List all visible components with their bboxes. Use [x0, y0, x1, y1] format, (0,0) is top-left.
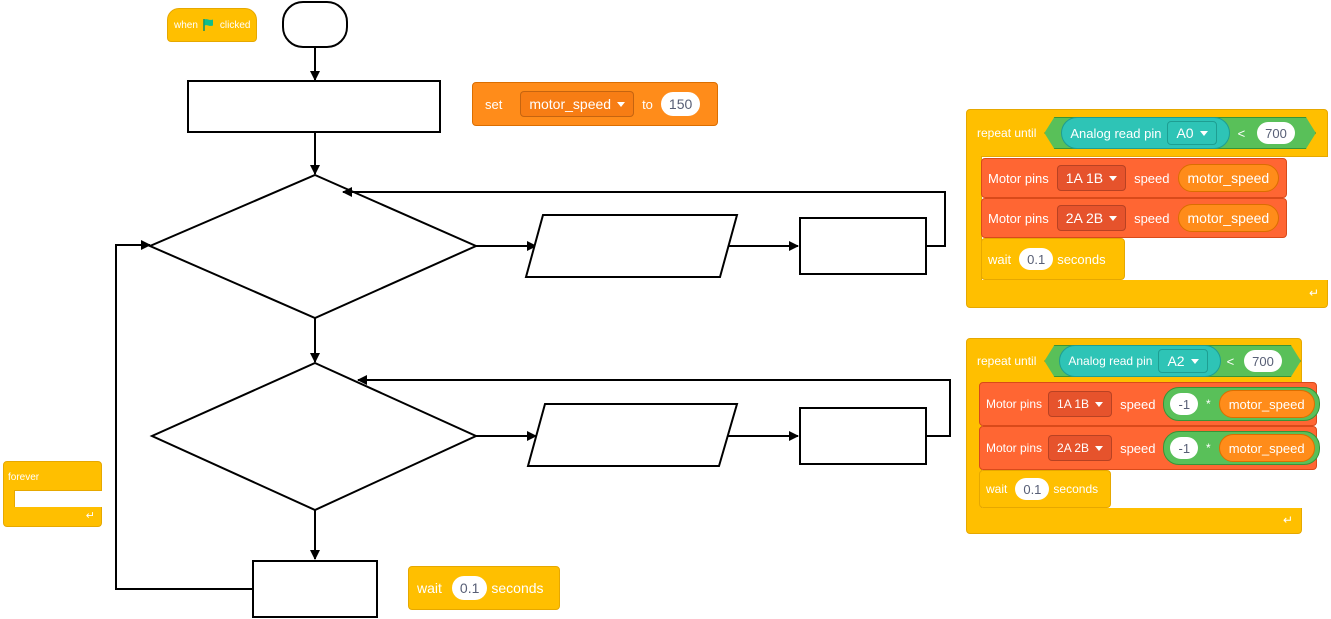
motor-speed-reporter[interactable]: motor_speed — [1177, 164, 1280, 192]
wait-block-2[interactable]: wait 0.1 seconds — [979, 470, 1111, 508]
variable-name: motor_speed — [529, 96, 612, 112]
loop-arrow-icon: ↵ — [1308, 286, 1319, 300]
forever-block-bottom: ↵ — [3, 507, 102, 527]
motor-pins-label: Motor pins — [988, 210, 1049, 226]
repeat-until-label: repeat until — [977, 126, 1037, 140]
motor-speed-block-2a[interactable]: Motor pins 1A 1B speed -1 * motor_speed — [979, 382, 1320, 426]
forever-block-arm — [3, 490, 15, 508]
io-2 — [526, 403, 739, 467]
decision-2 — [149, 361, 479, 512]
process-2 — [799, 407, 927, 465]
repeat-until-block-2[interactable]: repeat until Analog read pin A2 < 700 — [966, 338, 1302, 384]
motor-pins-dropdown[interactable]: 2A 2B — [1056, 205, 1127, 231]
value-input[interactable]: 150 — [660, 92, 701, 116]
less-than-condition[interactable]: Analog read pin A2 < 700 — [1044, 345, 1301, 377]
speed-label: speed — [1120, 396, 1156, 412]
process-1 — [799, 217, 927, 275]
multiply-symbol: * — [1206, 397, 1211, 411]
pin-value: A2 — [1167, 353, 1185, 369]
wait-label: wait — [988, 251, 1012, 267]
multiply-symbol: * — [1206, 441, 1211, 455]
motor-pins-label: Motor pins — [986, 441, 1043, 455]
wait-seconds-input[interactable]: 0.1 — [1015, 478, 1050, 500]
motor-speed-block-1a[interactable]: Motor pins 1A 1B speed motor_speed — [981, 158, 1287, 198]
repeat-loop-bottom-1: ↵ — [966, 280, 1328, 308]
motor-pins-label: Motor pins — [986, 397, 1043, 411]
process-set-speed — [187, 80, 441, 133]
analog-read-reporter[interactable]: Analog read pin A0 — [1061, 117, 1229, 149]
negative-one-input[interactable]: -1 — [1170, 437, 1199, 459]
speed-label: speed — [1120, 440, 1156, 456]
set-label: set — [485, 96, 503, 112]
decision-1 — [147, 173, 479, 320]
speed-label: speed — [1134, 170, 1170, 186]
wait-block[interactable]: wait 0.1 seconds — [408, 566, 560, 610]
threshold-input[interactable]: 700 — [1244, 350, 1282, 372]
motor-speed-reporter[interactable]: motor_speed — [1218, 390, 1315, 418]
multiply-operator[interactable]: -1 * motor_speed — [1163, 387, 1320, 421]
motor-pins-dropdown[interactable]: 1A 1B — [1048, 391, 1113, 417]
motor-speed-reporter[interactable]: motor_speed — [1177, 204, 1280, 232]
multiply-operator[interactable]: -1 * motor_speed — [1163, 431, 1320, 465]
caret-down-icon — [1095, 401, 1104, 407]
wait-block-1[interactable]: wait 0.1 seconds — [981, 238, 1125, 280]
motor-speed-reporter[interactable]: motor_speed — [1218, 434, 1315, 462]
seconds-label: seconds — [1053, 482, 1099, 496]
green-flag-icon — [202, 18, 216, 32]
repeat-until-label: repeat until — [977, 354, 1037, 368]
motor-pins-value: 1A 1B — [1065, 170, 1104, 186]
motor-pins-dropdown[interactable]: 2A 2B — [1048, 435, 1113, 461]
motor-pins-dropdown[interactable]: 1A 1B — [1056, 165, 1127, 191]
process-wait — [252, 560, 378, 618]
less-than-operator: < — [1226, 353, 1235, 369]
wait-label: wait — [986, 482, 1008, 496]
motor-speed-block-1b[interactable]: Motor pins 2A 2B speed motor_speed — [981, 198, 1287, 238]
motor-pins-value: 1A 1B — [1057, 397, 1090, 411]
caret-down-icon — [1109, 175, 1118, 181]
analog-read-reporter[interactable]: Analog read pin A2 — [1059, 345, 1220, 377]
motor-speed-block-2b[interactable]: Motor pins 2A 2B speed -1 * motor_speed — [979, 426, 1320, 470]
caret-down-icon — [1200, 131, 1208, 136]
caret-down-icon — [1109, 215, 1118, 221]
negative-one-input[interactable]: -1 — [1170, 393, 1199, 415]
variable-dropdown[interactable]: motor_speed — [520, 91, 635, 117]
analog-read-label: Analog read pin — [1068, 354, 1153, 368]
set-variable-block[interactable]: set motor_speed to 150 — [472, 82, 718, 126]
caret-down-icon — [1191, 359, 1199, 364]
when-flag-clicked-block[interactable]: when clicked — [167, 8, 257, 42]
wait-seconds-input[interactable]: 0.1 — [451, 576, 488, 600]
pin-dropdown[interactable]: A0 — [1167, 121, 1216, 145]
io-1 — [524, 214, 739, 278]
wait-seconds-input[interactable]: 0.1 — [1019, 248, 1054, 270]
start-terminator — [282, 1, 348, 48]
forever-label: forever — [8, 472, 40, 483]
clicked-label: clicked — [219, 19, 251, 31]
less-than-condition[interactable]: Analog read pin A0 < 700 — [1044, 117, 1316, 149]
loop-arrow-icon: ↵ — [1282, 513, 1293, 527]
analog-read-label: Analog read pin — [1070, 125, 1162, 141]
repeat-until-block-1[interactable]: repeat until Analog read pin A0 < 700 — [966, 109, 1328, 157]
loop-arrow-icon: ↵ — [85, 510, 95, 522]
when-label: when — [174, 19, 198, 31]
motor-pins-value: 2A 2B — [1057, 441, 1090, 455]
forever-block-top[interactable]: forever — [3, 461, 102, 491]
to-label: to — [642, 96, 653, 112]
seconds-label: seconds — [491, 580, 544, 596]
speed-label: speed — [1134, 210, 1170, 226]
less-than-operator: < — [1237, 125, 1246, 141]
seconds-label: seconds — [1057, 251, 1106, 267]
threshold-input[interactable]: 700 — [1257, 122, 1295, 144]
motor-pins-value: 2A 2B — [1065, 210, 1104, 226]
caret-down-icon — [1095, 445, 1104, 451]
repeat-loop-bottom-2: ↵ — [966, 508, 1302, 534]
motor-pins-label: Motor pins — [988, 170, 1049, 186]
pin-value: A0 — [1176, 125, 1194, 141]
pin-dropdown[interactable]: A2 — [1158, 349, 1207, 373]
caret-down-icon — [617, 101, 626, 107]
wait-label: wait — [417, 580, 442, 596]
repeat-loop-arm-1 — [966, 156, 982, 284]
